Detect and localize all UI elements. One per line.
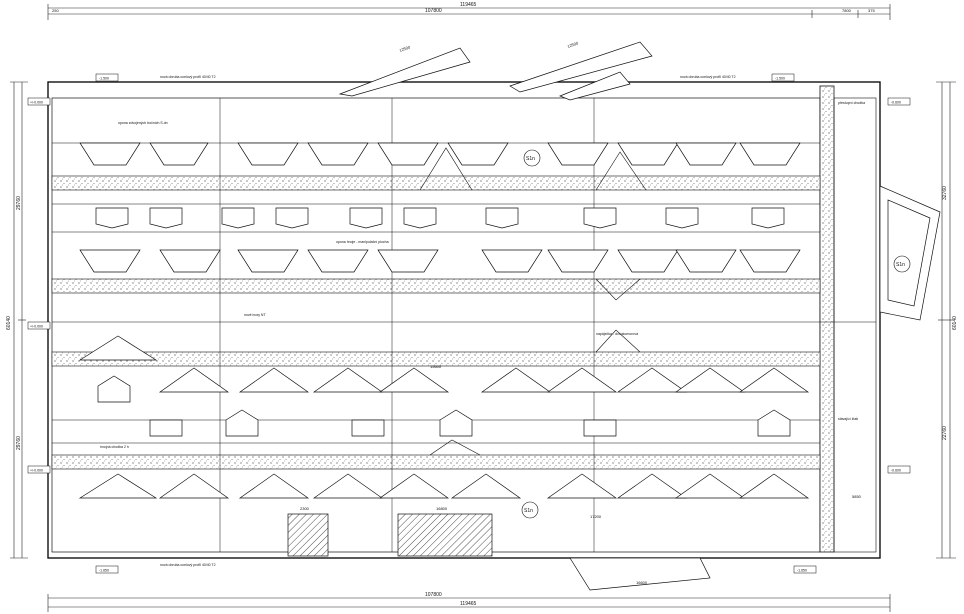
bottom-dimensions: [47, 594, 891, 612]
level-tag-5: +/-0.000: [30, 469, 43, 473]
hatched-slab-a: [287, 513, 329, 557]
dim-bottom-overall: 119465: [460, 601, 477, 607]
dim-right-segment: 7800: [842, 8, 852, 13]
dim-right-upper: 32760: [942, 186, 948, 200]
level-tag-7: -1.650: [797, 569, 807, 573]
note-manure: opona hnoje - manipulační plocha: [336, 240, 389, 244]
note-top-left: nová obruba ocelový profil 40/40 T2: [160, 75, 216, 79]
note-top-right: nová obruba ocelový profil 40/40 T2: [680, 75, 736, 79]
note-slab: hnojná chodba 2 h: [100, 445, 129, 449]
cubicle-row-4: [78, 335, 810, 393]
svg-text:S1n: S1n: [526, 156, 535, 162]
cubicle-row-5: [97, 375, 791, 437]
dim-right-small: 5850: [852, 494, 862, 499]
note-bottom: nová obruba ocelový profil 40/40 T2: [160, 563, 216, 567]
cubicle-row-2: [95, 207, 785, 229]
dim-slab-a: 2300: [300, 506, 310, 511]
dim-left-bottom: 29760: [16, 436, 22, 450]
dim-right-overall: 60140: [952, 316, 958, 330]
dim-overall-height: 60140: [6, 316, 12, 330]
cubicle-row-6: [78, 473, 810, 499]
column-grid: [219, 98, 595, 552]
dim-ramp-2: 12500: [567, 40, 580, 49]
top-dimensions: [47, 4, 891, 20]
level-tag-9: -0.600: [891, 469, 901, 473]
dim-right-offset: 375: [868, 8, 875, 13]
section-mark-3: S1n: [521, 501, 539, 519]
note-right-1: přestupní chodba: [838, 101, 865, 105]
svg-text:S1n: S1n: [524, 508, 533, 514]
level-tag-2: -1.500: [775, 77, 785, 81]
level-tags: [27, 73, 911, 574]
level-tag-4: +/-0.000: [30, 325, 43, 329]
svg-text:S1n: S1n: [896, 262, 905, 268]
level-tag-3: +/-0.000: [30, 101, 43, 105]
dim-ramp-1: 12500: [399, 44, 412, 53]
dim-main-length: 107800: [425, 8, 442, 14]
level-tag-1: -1.500: [99, 77, 109, 81]
manure-alley-3: [51, 351, 821, 367]
right-corridor: [819, 85, 835, 553]
right-annex: [833, 97, 877, 553]
level-tag-8: -0.600: [891, 101, 901, 105]
dim-left-top: 29760: [16, 196, 22, 210]
building-outline: [47, 81, 881, 559]
dim-bottom-main: 107800: [425, 592, 442, 598]
section-mark-2: S1n: [893, 255, 911, 273]
dim-overall-length: 119465: [460, 2, 477, 8]
manure-alley-1: [51, 175, 821, 191]
level-tag-6: -1.650: [99, 569, 109, 573]
top-ramps: [338, 41, 653, 101]
dim-right-lower: 22760: [942, 426, 948, 440]
left-dimensions: [10, 81, 28, 559]
hatched-slab-b: [397, 513, 493, 557]
dim-lower: 16600: [636, 580, 648, 585]
dim-slab-b: 16800: [436, 506, 448, 511]
note-feed: opona zdvojených bočních S.dn: [118, 121, 168, 125]
dim-bottom-b: 17200: [590, 514, 602, 519]
note-right-2: stávající žlab: [838, 417, 858, 421]
right-angled-annex: [879, 185, 941, 321]
note-water: napáječka - dvoukomorová: [596, 332, 638, 336]
cubicle-row-1: [79, 142, 801, 166]
cubicle-row-3: [79, 249, 801, 273]
bottom-ramp: [569, 557, 711, 591]
dim-left-margin: 250: [52, 8, 59, 13]
manure-alley-2: [51, 278, 821, 294]
section-mark-1: S1n: [523, 149, 541, 167]
diagonal-braces: [419, 147, 647, 456]
right-dimensions: [936, 81, 956, 559]
note-cubicle: nové boxy NT: [244, 313, 266, 317]
manure-alley-4: [51, 454, 821, 470]
dim-bottom-a: 15600: [430, 364, 442, 369]
